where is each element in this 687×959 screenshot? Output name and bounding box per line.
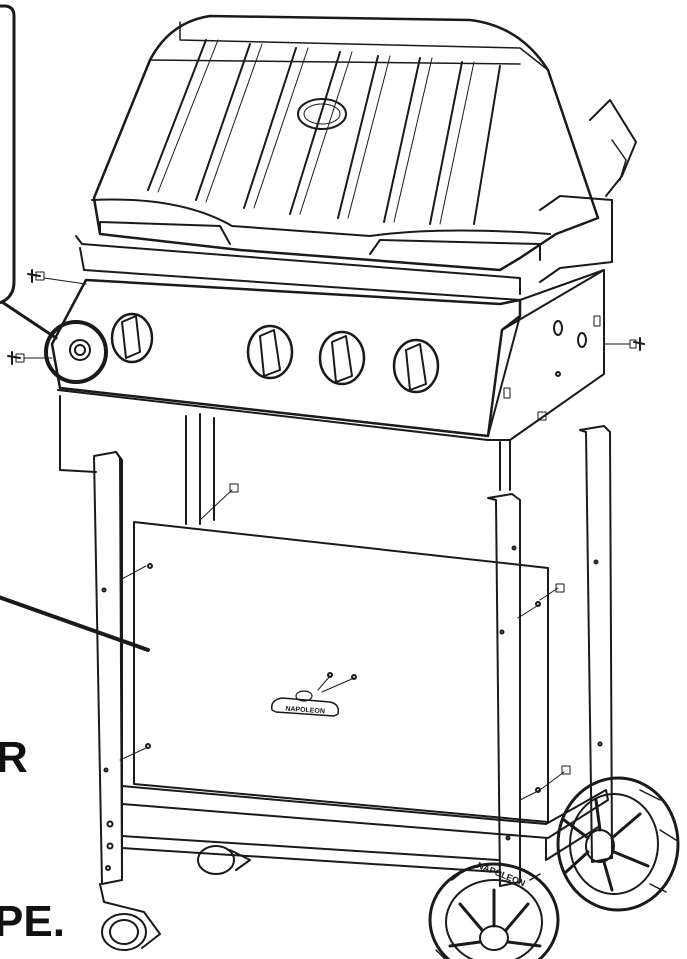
brand-badge-text: NAPOLEON bbox=[285, 706, 325, 716]
front-left-caster bbox=[99, 883, 161, 951]
rear-wheel bbox=[556, 776, 680, 912]
ignition-highlight-circle bbox=[44, 320, 108, 384]
panel-screw-1 bbox=[199, 483, 239, 521]
panel-screw-3 bbox=[539, 765, 571, 791]
control-panel bbox=[7, 269, 645, 441]
ignition-button bbox=[69, 339, 91, 361]
callout-leader-bottom bbox=[0, 595, 150, 652]
cart-back-panel bbox=[133, 521, 549, 823]
knob-2 bbox=[246, 324, 294, 380]
panel-screw-2 bbox=[539, 583, 565, 601]
cart-frame bbox=[59, 395, 613, 887]
bottom-shelf bbox=[121, 785, 609, 839]
brand-badge bbox=[270, 672, 357, 717]
callout-box bbox=[0, 4, 16, 305]
callout-leader-top bbox=[0, 300, 58, 340]
knob-4 bbox=[392, 338, 440, 394]
lid-thermometer bbox=[297, 98, 347, 130]
back-left-caster bbox=[197, 845, 251, 875]
screw-left-upper bbox=[27, 269, 45, 283]
knob-3 bbox=[318, 330, 366, 386]
grill-lid bbox=[75, 14, 637, 301]
callout-text-fragment-r: R bbox=[0, 733, 28, 782]
front-wheel bbox=[428, 862, 560, 959]
callout-text-fragment-pe: PE. bbox=[0, 897, 65, 946]
screw-left-lower bbox=[7, 351, 25, 365]
screw-side bbox=[537, 411, 547, 421]
screw-right bbox=[629, 337, 645, 351]
knob-1 bbox=[110, 312, 154, 364]
